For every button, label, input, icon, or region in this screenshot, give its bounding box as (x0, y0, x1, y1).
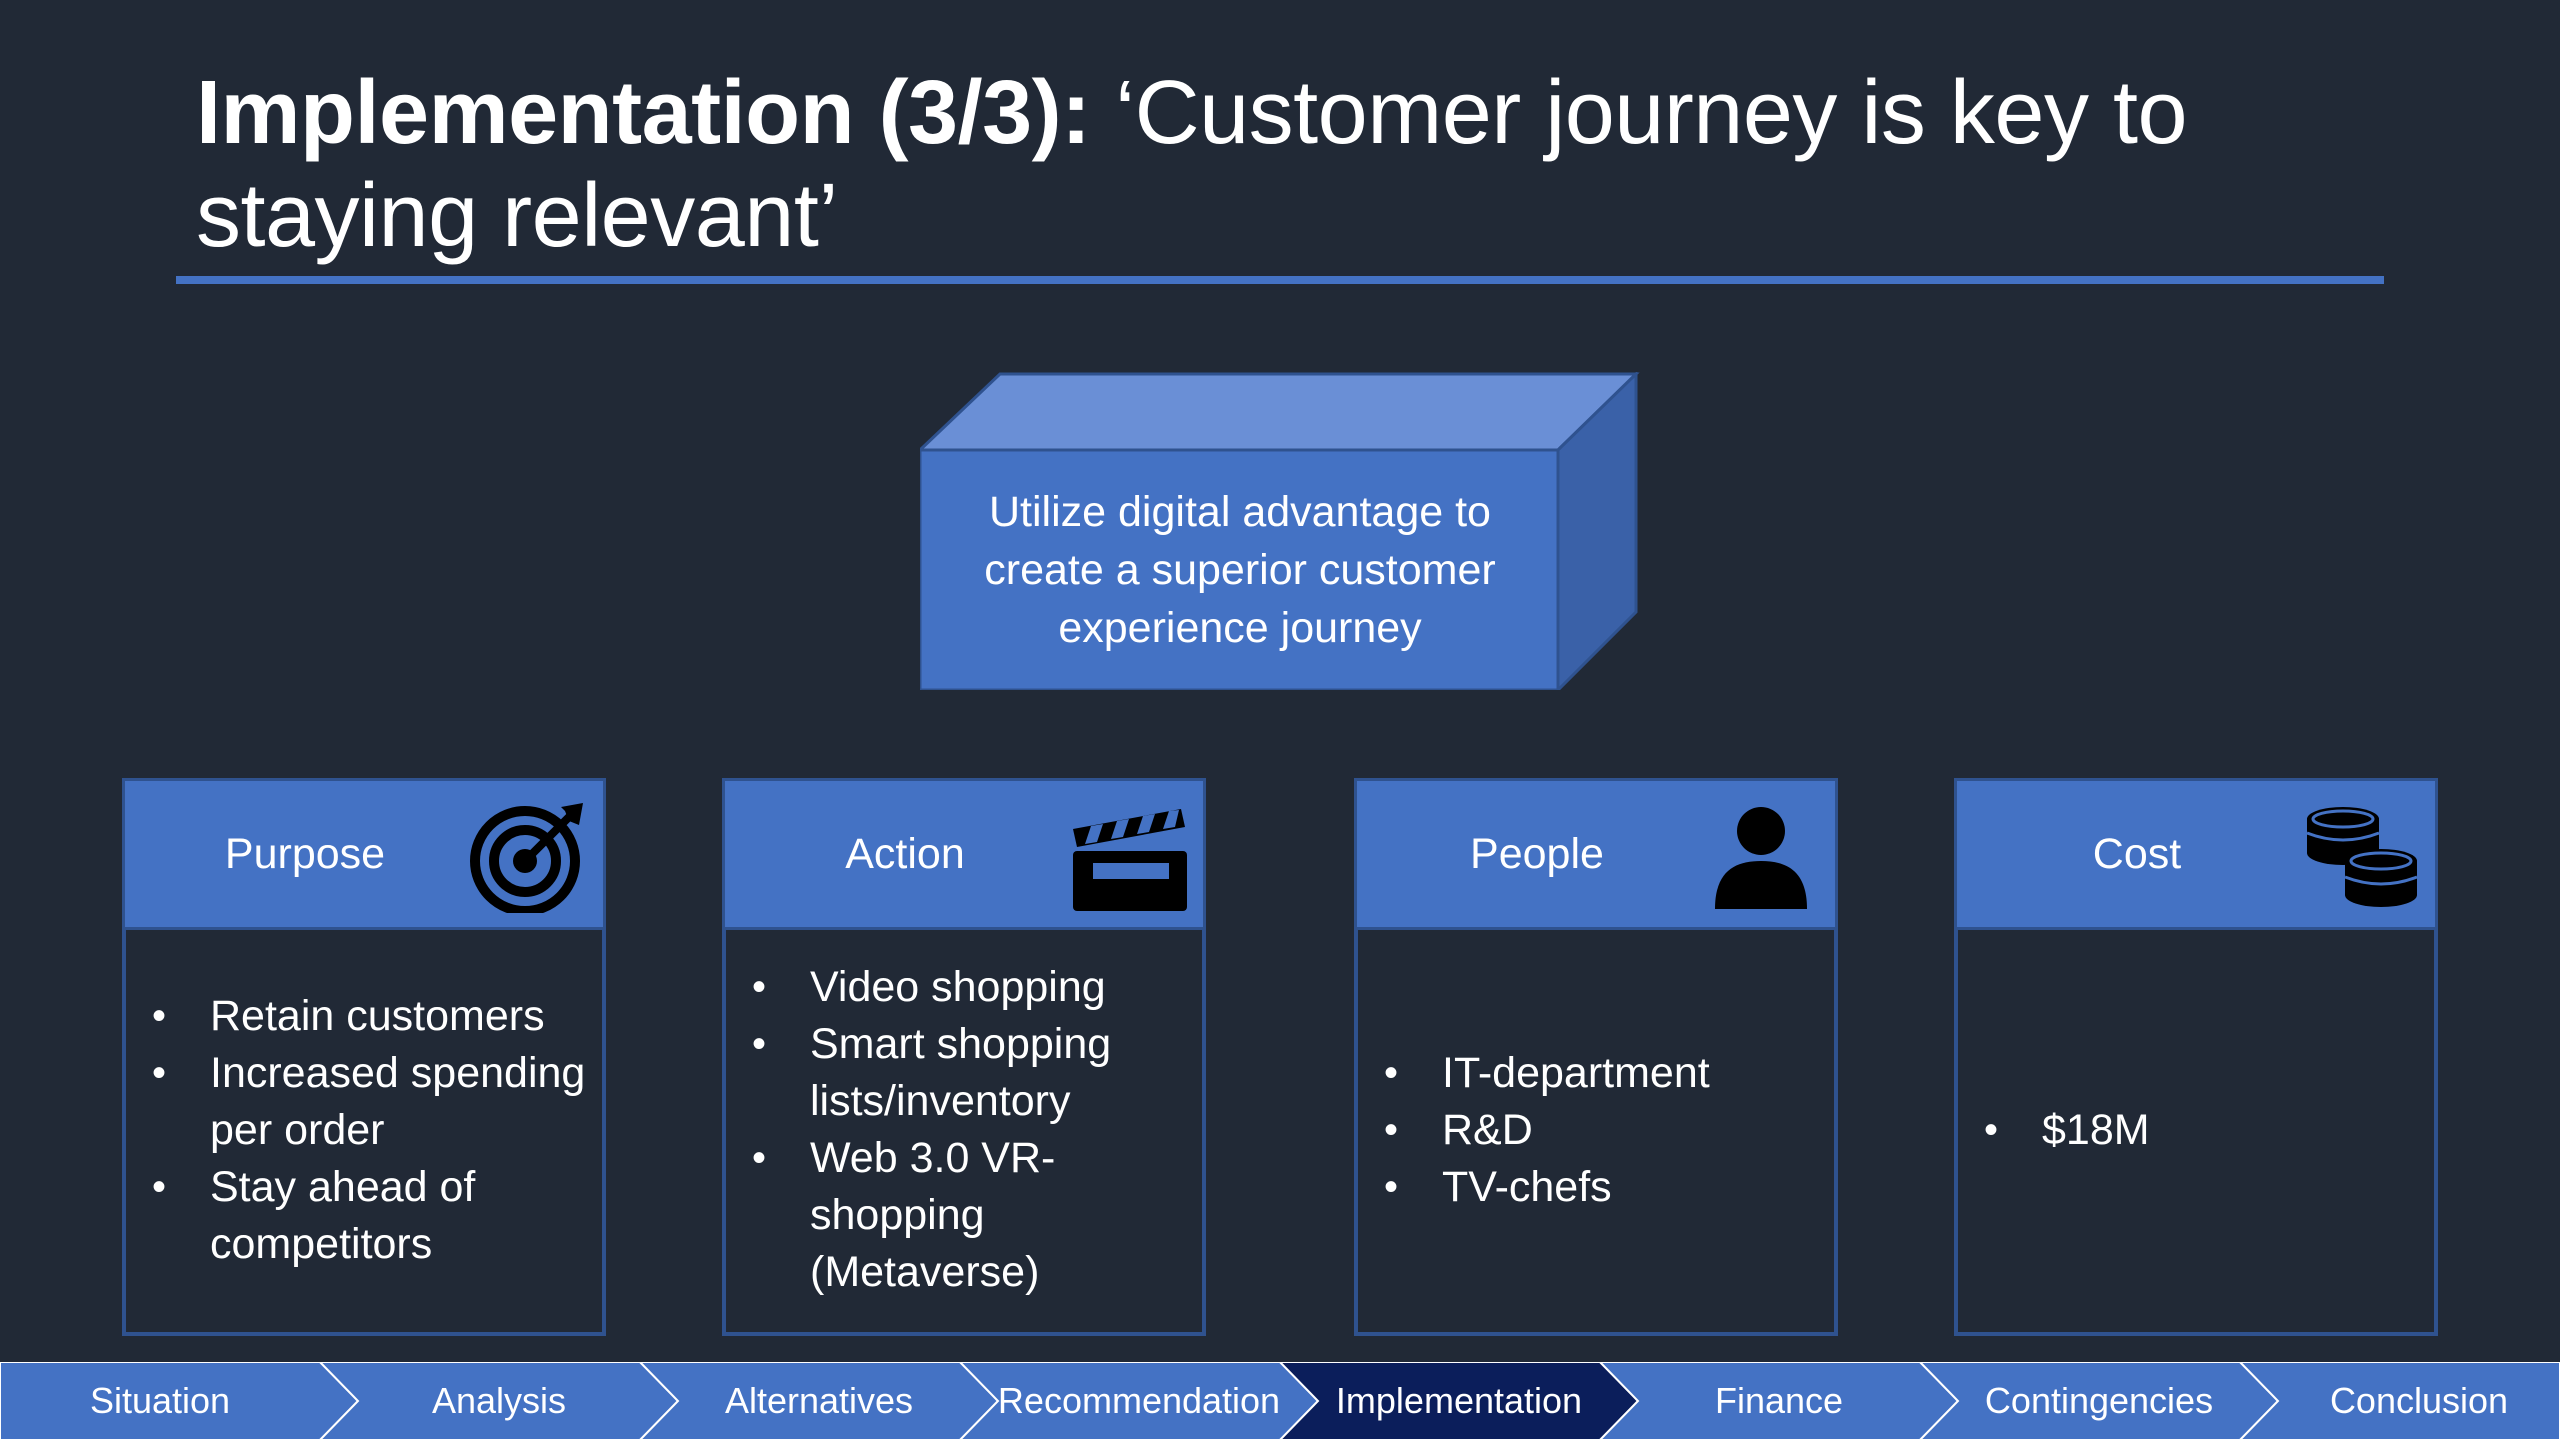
list-item: Video shopping (748, 959, 1192, 1016)
nav-item-alternatives[interactable]: Alternatives (724, 1380, 914, 1421)
nav-item-conclusion[interactable]: Conclusion (2329, 1380, 2509, 1421)
column-header: Cost (1954, 778, 2438, 930)
column-header: Purpose (122, 778, 606, 930)
nav-chevron-alternatives[interactable] (638, 1362, 1000, 1440)
column-header: People (1354, 778, 1838, 930)
column-body: $18M (1954, 928, 2438, 1336)
list-item: Retain customers (148, 988, 592, 1045)
nav-chevron-contingencies[interactable] (1918, 1362, 2280, 1440)
column-label: Purpose (224, 829, 386, 878)
column-cost: Cost $18M (1954, 778, 2438, 1336)
column-label: People (1470, 829, 1604, 878)
nav-item-contingencies[interactable]: Contingencies (1984, 1380, 2214, 1421)
person-icon (1701, 801, 1821, 913)
title-underline (176, 276, 2384, 284)
column-people: People IT-department R&D TV-chefs (1354, 778, 1838, 1336)
list-item: TV-chefs (1380, 1159, 1824, 1216)
list-item: Smart shopping lists/inventory (748, 1016, 1192, 1130)
slide-title-rest: ‘Customer journey is key to staying rele… (196, 63, 2188, 266)
nav-chevron-conclusion[interactable] (2238, 1362, 2560, 1440)
list-item: Increased spending per order (148, 1045, 592, 1159)
nav-chevron-finance[interactable] (1598, 1362, 1960, 1440)
column-body: Retain customers Increased spending per … (122, 928, 606, 1336)
coins-icon (2301, 801, 2421, 913)
column-label: Action (845, 829, 965, 878)
column-body: Video shopping Smart shopping lists/inve… (722, 928, 1206, 1336)
slide-title: Implementation (3/3): ‘Customer journey … (196, 62, 2396, 268)
column-header: Action (722, 778, 1206, 930)
slide-title-bold: Implementation (3/3): (196, 63, 1091, 163)
goal-box: Utilize digital advantage to create a su… (920, 372, 1640, 690)
column-label: Cost (2092, 829, 2182, 878)
list-item: R&D (1380, 1102, 1824, 1159)
nav-item-recommendation[interactable]: Recommendation (997, 1380, 1281, 1421)
column-action: Action Video shopping Smart shopping lis… (722, 778, 1206, 1336)
nav-item-implementation[interactable]: Implementation (1335, 1380, 1583, 1421)
target-icon (469, 801, 589, 916)
clapperboard-icon (1069, 801, 1189, 913)
nav-chevron-analysis[interactable] (318, 1362, 680, 1440)
column-body: IT-department R&D TV-chefs (1354, 928, 1838, 1336)
section-nav: Situation Analysis Alternatives Recommendat… (0, 1362, 2560, 1440)
nav-item-situation[interactable]: Situation (89, 1380, 231, 1421)
nav-item-analysis[interactable]: Analysis (431, 1380, 567, 1421)
column-purpose: Purpose Retain customers Increased spend… (122, 778, 606, 1336)
list-item: IT-department (1380, 1045, 1824, 1102)
nav-chevron-recommendation[interactable] (958, 1362, 1320, 1440)
goal-box-text: Utilize digital advantage to create a su… (984, 488, 1496, 652)
list-item: $18M (1980, 1102, 2424, 1159)
nav-chevron-implementation[interactable] (1278, 1362, 1640, 1440)
list-item: Web 3.0 VR-shopping (Metaverse) (748, 1130, 1192, 1301)
list-item: Stay ahead of competitors (148, 1159, 592, 1273)
nav-item-finance[interactable]: Finance (1714, 1380, 1844, 1421)
